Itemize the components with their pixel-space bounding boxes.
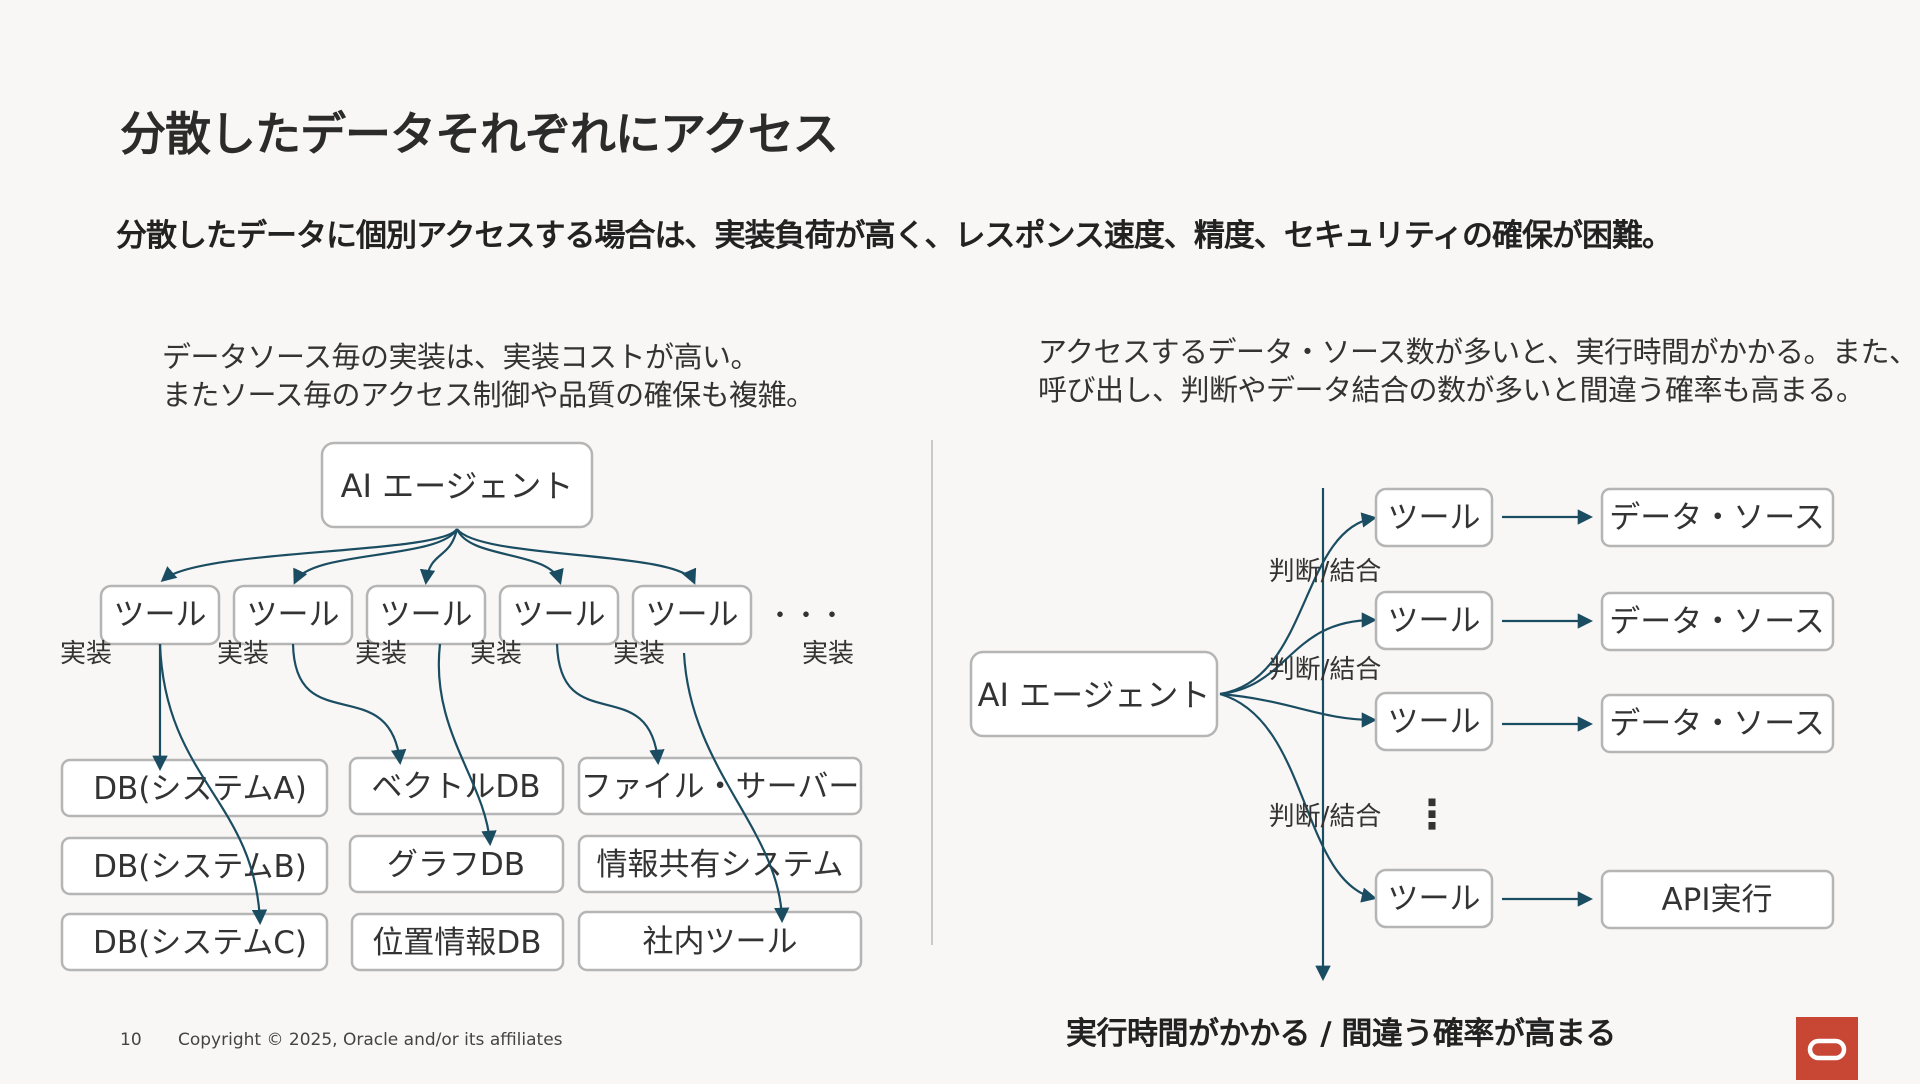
link-tool5-internal-tool <box>682 652 790 924</box>
left-source-col2-1: ベクトルDB <box>348 756 565 816</box>
left-source-col2-3: 位置情報DB <box>350 912 565 972</box>
left-source-col1-3: DB(システムC) <box>60 912 329 972</box>
right-tool-1-label: ツール <box>1388 500 1481 536</box>
left-source-col1-1-label: DB(システムA) <box>93 771 307 807</box>
right-target-2: データ・ソース <box>1600 591 1835 652</box>
page-number: 10 <box>120 1030 142 1050</box>
link-agent-tool1 <box>160 528 458 583</box>
link-right-agent-tool2 <box>1219 612 1378 696</box>
left-tool-3: ツール <box>365 584 487 646</box>
right-tool-4-label: ツール <box>1388 881 1481 917</box>
right-tool-4: ツール <box>1374 868 1494 929</box>
left-source-col3-3: 社内ツール <box>577 910 863 972</box>
impl-label-1: 実装 <box>60 639 112 669</box>
left-source-col1-3-label: DB(システムC) <box>93 925 307 961</box>
left-source-col1-2: DB(システムB) <box>60 836 329 896</box>
left-source-col1-2-label: DB(システムB) <box>93 849 307 885</box>
left-agent-tool-links <box>160 528 697 586</box>
right-description: アクセスするデータ・ソース数が多いと、実行時間がかかる。また、 呼び出し、判断や… <box>1038 333 1918 409</box>
right-vertical-ellipsis: ⋮ <box>1412 792 1452 838</box>
left-tool-4-label: ツール <box>513 597 606 633</box>
link-right-agent-tool3 <box>1219 692 1378 728</box>
right-tool-2-label: ツール <box>1388 603 1481 639</box>
right-tool-target-links <box>1502 509 1594 907</box>
left-tool-3-label: ツール <box>380 597 473 633</box>
oracle-logo-icon <box>1807 1038 1847 1061</box>
link-agent-tool5 <box>456 528 697 585</box>
oracle-logo <box>1796 1017 1858 1080</box>
right-agent-box: AI エージェント <box>969 650 1219 738</box>
right-tool-3-label: ツール <box>1388 704 1481 740</box>
left-tool-1: ツール <box>99 584 221 646</box>
left-description: データソース毎の実装は、実装コストが高い。 またソース毎のアクセス制御や品質の確… <box>162 338 815 414</box>
bottom-caption: 実行時間がかかる / 間違う確率が高まる <box>1066 1016 1616 1052</box>
impl-label-5: 実装 <box>613 639 665 669</box>
right-tool-2: ツール <box>1374 590 1494 651</box>
left-tools-ellipsis: ・・・ <box>767 601 845 631</box>
impl-label-4: 実装 <box>470 639 522 669</box>
copyright-text: Copyright © 2025, Oracle and/or its affi… <box>178 1030 563 1050</box>
link-agent-tool3 <box>419 528 459 586</box>
left-agent-box: AI エージェント <box>320 441 594 529</box>
link-tool2-vector-db <box>291 643 407 766</box>
link-right-agent-tool1 <box>1219 512 1378 696</box>
impl-label-2: 実装 <box>217 639 269 669</box>
right-target-1-label: データ・ソース <box>1609 500 1824 536</box>
left-agent-label: AI エージェント <box>341 467 574 505</box>
impl-label-6: 実装 <box>802 639 854 669</box>
left-source-col2-3-label: 位置情報DB <box>372 925 541 961</box>
link-tool1-db-c <box>158 643 268 926</box>
right-target-3-label: データ・ソース <box>1609 706 1824 742</box>
judge-label-2: 判断/結合 <box>1269 655 1382 685</box>
left-source-col2-2-label: グラフDB <box>387 847 525 883</box>
right-target-4-label: API実行 <box>1661 882 1772 918</box>
judge-label-3: 判断/結合 <box>1269 802 1382 832</box>
link-right-agent-tool4 <box>1219 692 1377 903</box>
right-agent-label: AI エージェント <box>978 676 1211 714</box>
left-source-col3-1-label: ファイル・サーバー <box>581 769 860 805</box>
right-target-4: API実行 <box>1600 869 1835 930</box>
left-description-line1: データソース毎の実装は、実装コストが高い。 <box>162 340 760 374</box>
left-tool-2-label: ツール <box>247 597 340 633</box>
left-tool-2: ツール <box>232 584 354 646</box>
left-tool-source-links <box>152 643 790 926</box>
left-source-col3-2-label: 情報共有システム <box>596 847 843 883</box>
slide-subtitle: 分散したデータに個別アクセスする場合は、実装負荷が高く、レスポンス速度、精度、セ… <box>116 218 1673 254</box>
left-tool-1-label: ツール <box>114 597 207 633</box>
right-target-2-label: データ・ソース <box>1609 604 1824 640</box>
left-source-col2-1-label: ベクトルDB <box>371 769 540 805</box>
right-tool-1: ツール <box>1374 487 1494 548</box>
right-target-3: データ・ソース <box>1600 693 1835 754</box>
left-source-col1-1: DB(システムA) <box>60 758 329 818</box>
judge-label-1: 判断/結合 <box>1269 557 1382 587</box>
right-description-line2: 呼び出し、判断やデータ結合の数が多いと間違う確率も高まる。 <box>1038 373 1865 407</box>
left-tool-4: ツール <box>498 584 620 646</box>
right-target-1: データ・ソース <box>1600 487 1835 548</box>
slide-title: 分散したデータそれぞれにアクセス <box>120 107 839 161</box>
link-tool3-graph-db <box>437 643 497 847</box>
right-tool-3: ツール <box>1374 691 1494 752</box>
left-tool-5-label: ツール <box>646 597 739 633</box>
left-description-line2: またソース毎のアクセス制御や品質の確保も複雑。 <box>162 378 815 412</box>
link-tool4-file-server <box>555 643 665 766</box>
left-tool-5: ツール <box>631 584 753 646</box>
link-agent-tool2 <box>293 528 458 585</box>
left-source-col3-2: 情報共有システム <box>577 834 863 894</box>
left-source-col2-2: グラフDB <box>348 834 565 894</box>
impl-label-3: 実装 <box>355 639 407 669</box>
right-agent-tool-links <box>1219 512 1378 903</box>
left-source-col3-3-label: 社内ツール <box>643 924 798 960</box>
link-agent-tool4 <box>455 528 564 585</box>
left-source-col3-1: ファイル・サーバー <box>577 756 863 816</box>
right-description-line1: アクセスするデータ・ソース数が多いと、実行時間がかかる。また、 <box>1038 335 1918 369</box>
